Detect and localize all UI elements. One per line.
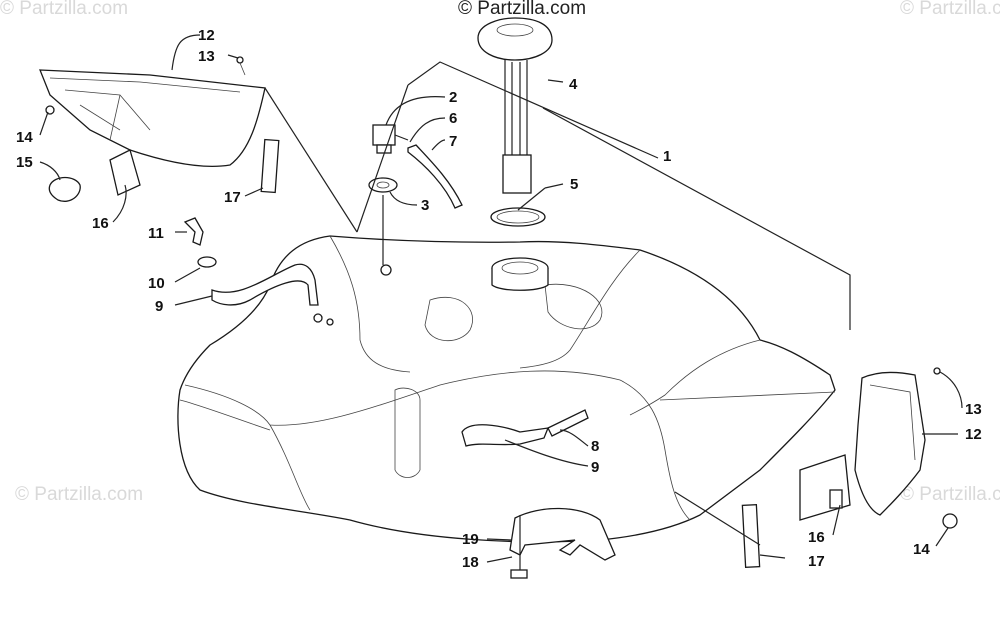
callout-2: 2	[449, 89, 457, 106]
grommet	[368, 177, 398, 193]
watermark-left: © Partzilla.com	[15, 484, 143, 505]
callout-12-right: 12	[965, 426, 982, 443]
callout-labels: 1 2 3 4 5 6 7 8 9 9 10 11 12 12 13 13 14…	[16, 27, 982, 571]
callout-8: 8	[591, 438, 599, 455]
callout-6: 6	[449, 110, 457, 127]
rollover-valve	[372, 124, 409, 154]
mount-bracket	[509, 507, 616, 579]
callout-9-lower: 9	[591, 459, 599, 476]
callout-5: 5	[570, 176, 578, 193]
left-fitting-assembly	[183, 217, 319, 306]
callout-1: 1	[663, 148, 671, 165]
callout-15: 15	[16, 154, 33, 171]
watermark-top-left: © Partzilla.com	[0, 0, 128, 19]
callout-10: 10	[148, 275, 165, 292]
watermark-top-center: © Partzilla.com	[458, 0, 586, 19]
vent-hose	[407, 144, 463, 209]
right-side-panel	[741, 367, 958, 569]
callout-12-left: 12	[198, 27, 215, 44]
callout-4: 4	[569, 76, 578, 93]
watermark-right: © Partzilla.com	[900, 484, 1000, 505]
callout-7: 7	[449, 133, 457, 150]
callout-18: 18	[462, 554, 479, 571]
callout-11: 11	[148, 225, 164, 242]
callout-16-right: 16	[808, 529, 825, 546]
callout-13-left: 13	[198, 48, 215, 65]
watermark-top-right: © Partzilla.com	[900, 0, 1000, 19]
callout-3: 3	[421, 197, 429, 214]
callout-17-right: 17	[808, 553, 825, 570]
callout-9-left: 9	[155, 298, 163, 315]
lower-fuel-hose	[461, 409, 589, 447]
callout-16-left: 16	[92, 215, 109, 232]
callout-19: 19	[462, 531, 479, 548]
callout-17-left: 17	[224, 189, 241, 206]
callout-13-right: 13	[965, 401, 982, 418]
callout-14-left: 14	[16, 129, 33, 146]
fuel-cap-pump-assembly	[477, 17, 553, 194]
fuel-tank	[177, 235, 836, 543]
callout-14-right: 14	[913, 541, 930, 558]
leader-lines	[39, 34, 963, 570]
left-side-panel	[39, 56, 280, 202]
